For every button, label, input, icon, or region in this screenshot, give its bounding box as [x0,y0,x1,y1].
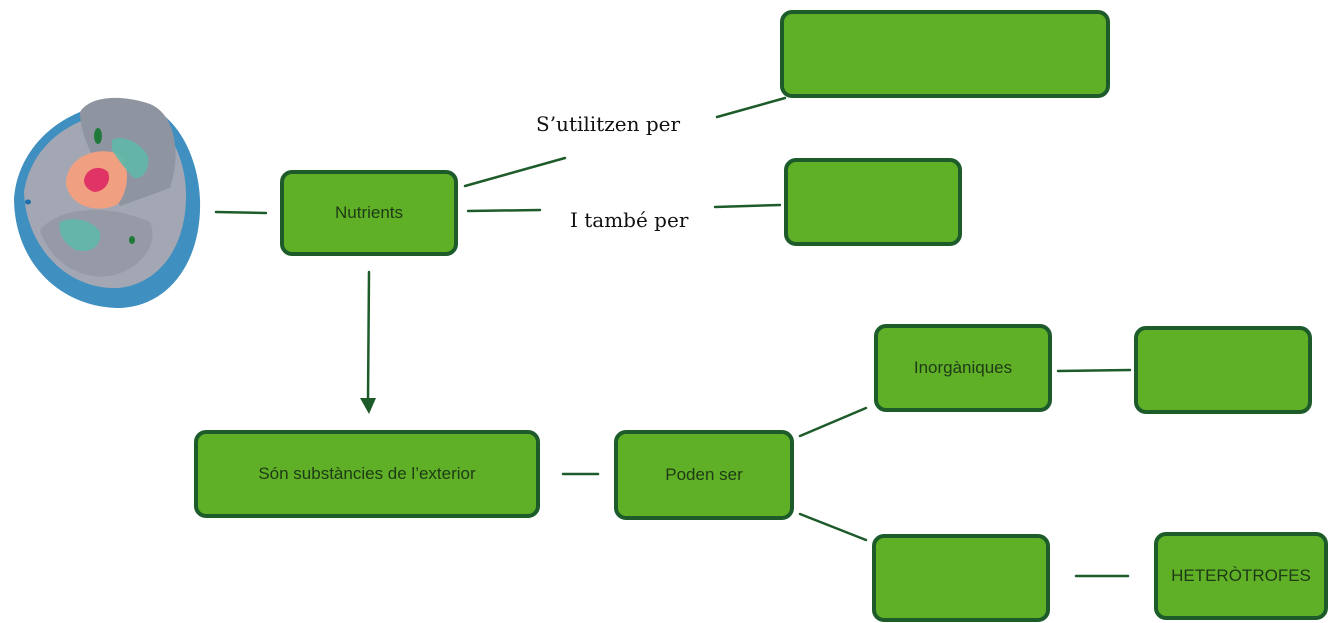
animal-cell-icon [14,97,201,309]
connector-canbe-second [798,512,868,542]
arrowhead-down-icon [360,398,376,414]
node-external-substances-label: Són substàncies de l’exterior [258,464,476,483]
node-can-be-label: Poden ser [665,465,743,484]
node-also-for [784,158,962,246]
node-used-for [780,10,1110,98]
node-inorganic: Inorgàniques [874,324,1052,412]
node-inorganic-result [1134,326,1312,414]
node-heterotrophs-label: HETERÒTROFES [1171,566,1311,585]
connector-cell-nutrients [214,210,268,215]
node-second-type [872,534,1050,622]
edge-label-used-for: S’utilitzen per [536,112,681,136]
connector-inorganic-result [1056,368,1132,373]
node-external-substances: Són substàncies de l’exterior [194,430,540,518]
node-heterotrophs: HETERÒTROFES [1154,532,1328,620]
connector-usedfor-box [715,96,787,119]
connector-alsofor-box [713,203,782,209]
node-inorganic-label: Inorgàniques [913,358,1013,377]
connector-nutrients-external [366,270,371,402]
node-nutrients-label: Nutrients [334,203,404,222]
edge-label-also-for: I també per [570,208,689,232]
connector-nutrients-alsofor [466,208,542,213]
connector-nutrients-usedfor [463,156,567,188]
node-can-be: Poden ser [614,430,794,520]
connector-canbe-inorganic [798,406,868,438]
node-nutrients: Nutrients [280,170,458,256]
